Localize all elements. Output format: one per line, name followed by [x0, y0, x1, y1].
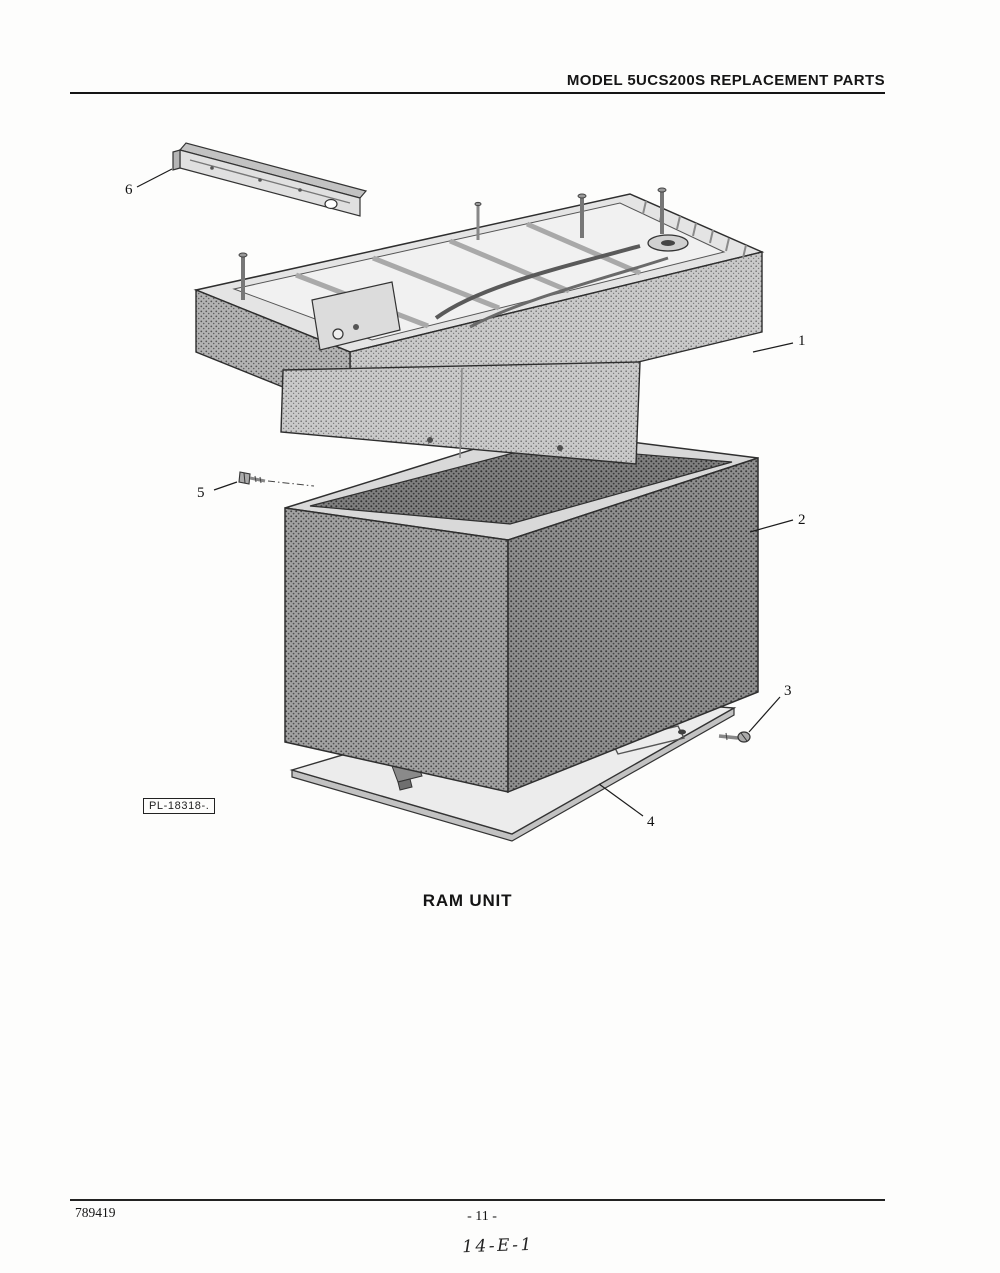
part-mounting-rail [172, 142, 368, 217]
screw3-slot [740, 732, 748, 742]
callout-1: 1 [798, 333, 806, 349]
callout-2: 2 [798, 512, 806, 528]
callout-numbers: 1 2 3 4 5 6 [125, 182, 806, 830]
frame-arm-1 [434, 244, 641, 320]
screw5-thread-2 [259, 476, 262, 484]
part-frame-assembly [193, 187, 765, 465]
callout-3: 3 [784, 683, 792, 699]
plate-screw-hole [678, 729, 686, 735]
screw5-shaft [249, 476, 266, 483]
leader-3 [748, 696, 781, 733]
frame-arm-2 [469, 256, 669, 329]
box-interior [309, 445, 733, 525]
screw5-thread-1 [254, 475, 257, 483]
footer-page-number: - 11 - [467, 1209, 497, 1224]
leader-2 [749, 519, 794, 533]
frame-sub-block-hole [332, 328, 344, 340]
plate-bracket-foot [397, 778, 413, 791]
frame-rib-2 [372, 255, 500, 311]
rail-end-cap [172, 149, 181, 171]
header-title: MODEL 5UCS200S REPLACEMENT PARTS [70, 72, 885, 94]
part-ram-box [284, 429, 759, 794]
frame-rib-3 [449, 238, 570, 294]
rail-slot-line [189, 159, 351, 204]
part-screw-left [238, 471, 315, 487]
screw5-slot [243, 472, 246, 484]
leader-5 [213, 481, 238, 491]
leader-lines [136, 168, 794, 817]
rail-rivet-2 [258, 178, 262, 182]
screw3-thread [725, 732, 728, 741]
leader-6 [136, 168, 173, 188]
rail-rivet-1 [210, 166, 214, 170]
frame-sub-block-pin [353, 324, 359, 330]
leader-1 [752, 342, 794, 353]
frame-block-hole-2 [557, 445, 563, 451]
frame-boss-hole [661, 240, 675, 246]
leader-4 [598, 783, 644, 817]
rail-hole [324, 198, 338, 210]
frame-studs [238, 187, 667, 300]
figure-caption: RAM UNIT [422, 891, 513, 910]
callout-4: 4 [647, 814, 655, 830]
callout-5: 5 [197, 485, 205, 501]
frame-block-hole-1 [427, 437, 433, 443]
part-screw-right [718, 731, 751, 743]
rail-rivet-3 [298, 188, 302, 192]
box-right-face [507, 456, 759, 794]
callout-6: 6 [125, 182, 133, 198]
plate-number-label: PL-18318-. [143, 798, 216, 814]
box-left-face [284, 507, 509, 793]
screw5-centerline [267, 480, 315, 487]
footer-rule [70, 1199, 885, 1201]
screw3-shaft [718, 734, 739, 740]
footer-doc-number: 789419 [75, 1205, 116, 1220]
frame-rib-4 [526, 221, 641, 276]
frame-block-seam [459, 367, 463, 459]
